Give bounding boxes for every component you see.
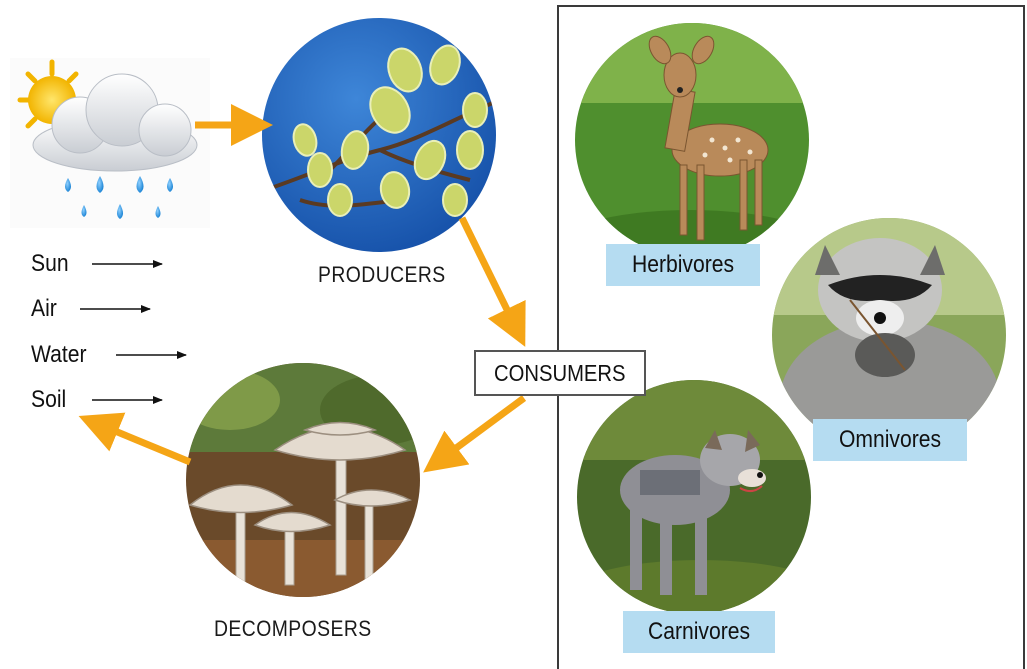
carnivores-tag: Carnivores: [623, 611, 775, 653]
input-arrows: [80, 260, 187, 404]
willow-catkins-photo: [262, 18, 496, 252]
decomposers-label: DECOMPOSERS: [214, 616, 372, 641]
mushrooms-photo: [186, 363, 420, 597]
decomposers-to-inputs-arrow: [78, 412, 192, 466]
producers-label: PRODUCERS: [318, 262, 446, 287]
raccoon-photo: [772, 218, 1006, 452]
consumers-label-box: CONSUMERS: [474, 350, 646, 396]
omnivores-label: Omnivores: [838, 426, 942, 453]
producers-to-consumers-arrow: [458, 216, 526, 347]
consumers-label: CONSUMERS: [494, 359, 626, 386]
input-label-air: Air: [31, 295, 57, 322]
input-label-sun: Sun: [31, 250, 69, 277]
input-label-water: Water: [31, 341, 87, 368]
consumers-to-decomposers-arrow: [423, 395, 527, 473]
wolf-photo: [577, 380, 811, 614]
input-label-soil: Soil: [31, 386, 67, 413]
omnivores-tag: Omnivores: [813, 419, 967, 461]
sun-cloud-rain-icon: [10, 58, 210, 228]
consumers-panel: [557, 5, 1025, 669]
carnivores-label: Carnivores: [647, 618, 751, 645]
herbivores-label: Herbivores: [631, 251, 735, 278]
herbivores-tag: Herbivores: [606, 244, 760, 286]
flow-arrows: [78, 104, 527, 473]
